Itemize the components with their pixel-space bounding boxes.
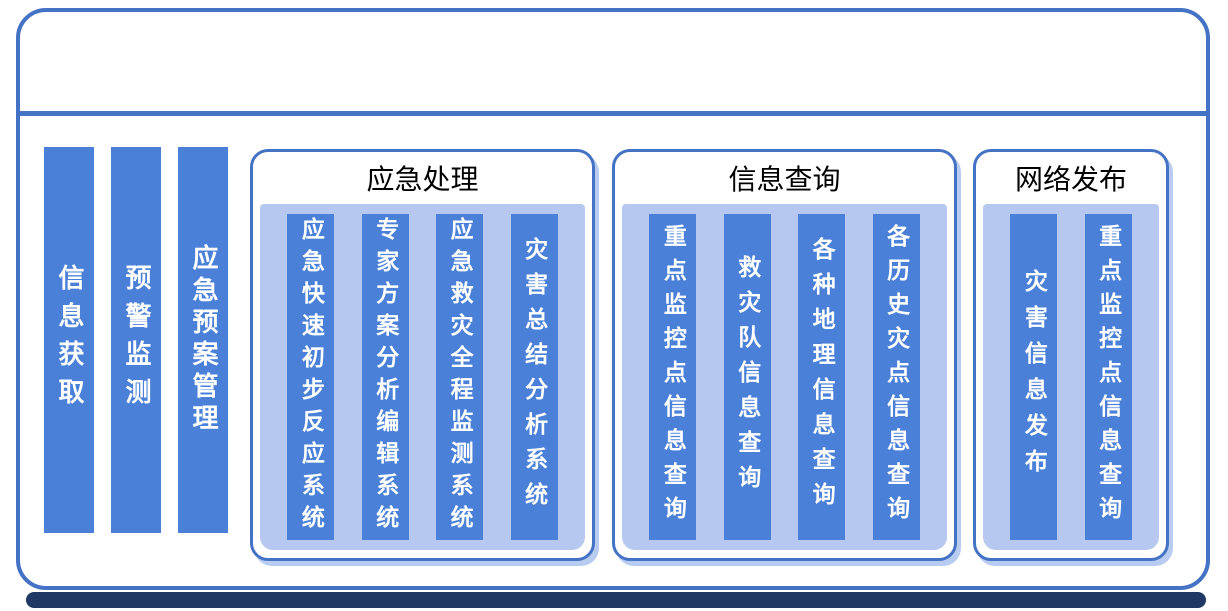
group-information-query-title: 信息查询: [728, 165, 841, 196]
group-information-query-body: 重点监控点信息查询 救灾队信息查询 各种地理信息查询 各历史灾点信息查询: [622, 204, 947, 550]
group-emergency-processing-title: 应急处理: [366, 165, 479, 196]
group-network-publishing: 网络发布 灾害信息发布 重点监控点信息查询: [973, 149, 1169, 561]
bar-key-monitoring-point-query-label: 重点监控点信息查询: [660, 224, 686, 530]
bar-disaster-summary-analysis-system-label: 灾害总结分析系统: [521, 237, 547, 517]
bar-key-monitoring-point-query: 重点监控点信息查询: [649, 214, 697, 540]
bar-key-monitoring-point-query-2-label: 重点监控点信息查询: [1095, 224, 1121, 530]
bar-relief-full-process-monitoring-system-label: 应急救灾全程监测系统: [447, 217, 473, 537]
bar-emergency-plan-management: 应急预案管理: [178, 147, 228, 533]
bar-rescue-team-info-query-label: 救灾队信息查询: [734, 254, 760, 500]
base-bar: [26, 592, 1206, 608]
bar-disaster-info-release: 灾害信息发布: [1010, 214, 1058, 540]
bar-expert-plan-analysis-editing-system-label: 专家方案分析编辑系统: [372, 217, 398, 537]
bar-rescue-team-info-query: 救灾队信息查询: [723, 214, 771, 540]
bar-expert-plan-analysis-editing-system: 专家方案分析编辑系统: [361, 214, 409, 540]
bar-key-monitoring-point-query-2: 重点监控点信息查询: [1084, 214, 1132, 540]
bar-relief-full-process-monitoring-system: 应急救灾全程监测系统: [436, 214, 484, 540]
bar-rapid-initial-response-system-label: 应急快速初步反应系统: [298, 217, 324, 537]
left-module-bars: 信息获取 预警监测 应急预案管理: [44, 147, 228, 533]
group-information-query: 信息查询 重点监控点信息查询 救灾队信息查询 各种地理信息查询 各历史灾点信息查…: [612, 149, 957, 561]
bar-warning-monitoring: 预警监测: [111, 147, 161, 533]
bar-disaster-summary-analysis-system: 灾害总结分析系统: [510, 214, 558, 540]
group-emergency-processing-body: 应急快速初步反应系统 专家方案分析编辑系统 应急救灾全程监测系统 灾害总结分析系…: [260, 204, 585, 550]
bar-geographic-info-query: 各种地理信息查询: [798, 214, 846, 540]
group-emergency-processing: 应急处理 应急快速初步反应系统 专家方案分析编辑系统 应急救灾全程监测系统 灾害…: [250, 149, 595, 561]
bar-historical-disaster-point-query: 各历史灾点信息查询: [872, 214, 920, 540]
group-network-publishing-body: 灾害信息发布 重点监控点信息查询: [983, 204, 1159, 550]
group-network-publishing-title: 网络发布: [1014, 165, 1127, 196]
bar-rapid-initial-response-system: 应急快速初步反应系统: [287, 214, 335, 540]
bar-disaster-info-release-label: 灾害信息发布: [1021, 269, 1047, 485]
bar-historical-disaster-point-query-label: 各历史灾点信息查询: [883, 224, 909, 530]
bar-warning-monitoring-label: 预警监测: [122, 264, 151, 416]
bar-info-acquisition-label: 信息获取: [55, 264, 84, 416]
bar-geographic-info-query-label: 各种地理信息查询: [809, 237, 835, 517]
bar-emergency-plan-management-label: 应急预案管理: [189, 244, 218, 436]
header-divider-line: [16, 111, 1210, 116]
bar-info-acquisition: 信息获取: [44, 147, 94, 533]
